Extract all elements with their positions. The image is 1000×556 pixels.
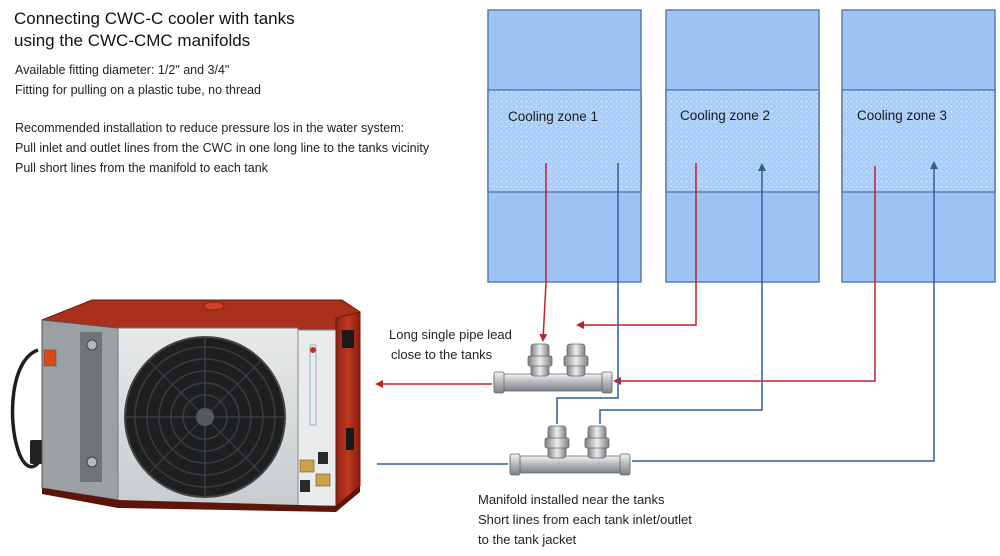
long-pipe-line-1: Long single pipe lead: [389, 327, 512, 342]
manifold-supply: [509, 425, 631, 476]
long-pipe-annotation: Long single pipe lead close to the tanks: [389, 325, 512, 365]
hot-line-zone-1: [539, 163, 548, 342]
cold-line-zone-1: [556, 163, 619, 424]
long-pipe-line-2: close to the tanks: [391, 347, 493, 362]
fan-icon: [124, 336, 286, 498]
info-line-3: Recommended installation to reduce press…: [15, 121, 405, 135]
manifold-line-1: Manifold installed near the tanks: [478, 492, 665, 507]
hot-line-zone-3: [613, 166, 876, 385]
tank-cooling-zone-1: [487, 9, 642, 283]
fitting-info: Available fitting diameter: 1/2" and 3/4…: [15, 60, 261, 100]
cold-line-zone-2: [599, 163, 766, 424]
tank-label-1: Cooling zone 1: [508, 109, 599, 124]
info-line-1: Available fitting diameter: 1/2" and 3/4…: [15, 63, 230, 77]
info-line-4: Pull inlet and outlet lines from the CWC…: [15, 141, 430, 155]
tank-label-3: Cooling zone 3: [857, 108, 948, 123]
installation-info: Recommended installation to reduce press…: [15, 118, 429, 178]
tank-cooling-zone-2: [665, 9, 820, 283]
hot-lines: [375, 163, 876, 388]
power-cable: [10, 348, 46, 469]
tank-label-2: Cooling zone 2: [680, 108, 771, 123]
info-line-5: Pull short lines from the manifold to ea…: [15, 161, 268, 175]
title-line-2: using the CWC-CMC manifolds: [14, 31, 251, 50]
title-line-1: Connecting CWC-C cooler with tanks: [14, 9, 295, 28]
manifold-line-3: to the tank jacket: [478, 532, 577, 547]
manifold-return: [493, 343, 613, 394]
tank-cooling-zone-3: [841, 9, 996, 283]
cold-line-zone-3: [632, 161, 938, 462]
manifold-line-2: Short lines from each tank inlet/outlet: [478, 512, 692, 527]
page-title: Connecting CWC-C cooler with tanks using…: [14, 8, 295, 52]
info-line-2: Fitting for pulling on a plastic tube, n…: [15, 83, 261, 97]
cooler-unit: [10, 299, 361, 512]
manifold-annotation: Manifold installed near the tanks Short …: [478, 490, 692, 550]
cold-lines: [377, 161, 938, 465]
